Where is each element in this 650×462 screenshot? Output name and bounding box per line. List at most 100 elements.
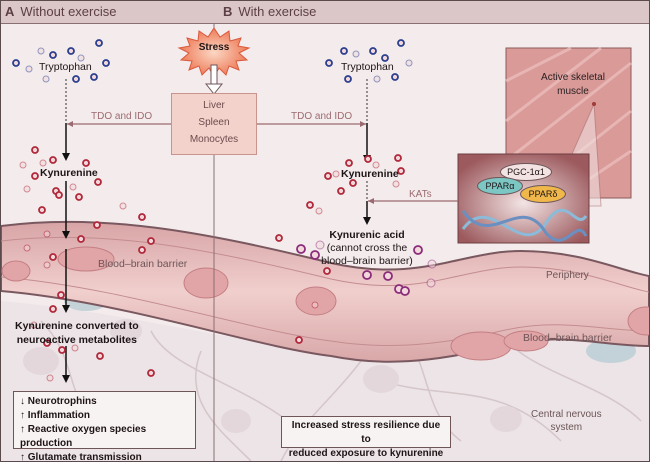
result-box: Increased stress resilience due to reduc…: [281, 416, 451, 459]
molecule-dot: [25, 65, 33, 73]
kynurenic-acid-label: Kynurenic acid (cannot cross the blood–b…: [313, 229, 421, 268]
molecule-dot: [23, 244, 31, 252]
molecule-dot: [391, 73, 399, 81]
kynurenic-acid-title: Kynurenic acid: [329, 229, 405, 241]
molecule-dot: [349, 179, 357, 187]
effect-item: ↓ Neurotrophins: [20, 396, 97, 407]
molecule-dot: [427, 259, 437, 269]
kynurenic-acid-note-2: blood–brain barrier): [321, 255, 413, 267]
molecule-dot: [77, 235, 85, 243]
molecule-dot: [77, 54, 85, 62]
converted-line-1: Kynurenine converted to: [15, 320, 139, 332]
molecule-dot: [39, 159, 47, 167]
tdo-ido-arrow-b-icon: [360, 121, 366, 127]
molecule-dot: [57, 291, 65, 299]
molecule-dot: [372, 161, 380, 169]
cns-line-2: system: [550, 422, 583, 433]
tryptophan-label-a: Tryptophan: [39, 61, 92, 73]
molecule-dot: [75, 193, 83, 201]
molecule-dots: [12, 39, 437, 382]
molecule-dot: [55, 191, 63, 199]
molecule-dot: [102, 59, 110, 67]
molecule-dot: [72, 75, 80, 83]
tdo-ido-arrow-a-icon: [67, 121, 73, 127]
molecule-dot: [23, 185, 31, 193]
molecule-dot: [93, 221, 101, 229]
pgc-1a1-protein: PGC-1α1: [500, 163, 552, 181]
molecule-dot: [332, 170, 340, 178]
molecule-dot: [383, 271, 393, 281]
molecule-dot: [397, 39, 405, 47]
molecule-dot: [42, 75, 50, 83]
molecule-dot: [392, 180, 400, 188]
tryptophan-label-b: Tryptophan: [341, 61, 394, 73]
muscle-label: Active skeletal muscle: [539, 71, 607, 99]
molecule-dot: [31, 172, 39, 180]
molecule-dot: [82, 159, 90, 167]
molecule-dot: [30, 321, 38, 329]
effects-box: ↓ Neurotrophins ↑ Inflammation ↑ Reactiv…: [13, 391, 196, 461]
panel-b-letter: B: [223, 4, 233, 19]
molecule-dot: [275, 234, 283, 242]
molecule-dot: [306, 201, 314, 209]
panel-a-title: Without exercise: [20, 4, 117, 19]
molecule-dot: [373, 75, 381, 83]
bbb-label-b: Blood–brain barrier: [523, 332, 613, 344]
stress-label: Stress: [198, 42, 230, 53]
molecule-dot: [37, 47, 45, 55]
molecule-dot: [49, 253, 57, 261]
molecule-dot: [95, 39, 103, 47]
ppar-alpha-protein: PPARα: [477, 177, 523, 195]
molecule-dot: [345, 159, 353, 167]
molecule-dot: [413, 245, 423, 255]
molecule-dot: [71, 344, 79, 352]
molecule-dot: [400, 286, 410, 296]
molecule-dot: [38, 206, 46, 214]
molecule-dot: [19, 161, 27, 169]
cns-line-1: Central nervous: [531, 409, 602, 420]
muscle-line-2: muscle: [557, 86, 589, 97]
converted-line-2: neuroactive metabolites: [16, 334, 137, 346]
molecule-dot: [325, 59, 333, 67]
molecule-dot: [394, 154, 402, 162]
result-line-1: Increased stress resilience due to: [291, 420, 441, 445]
molecule-dot: [43, 261, 51, 269]
molecule-dot: [12, 59, 20, 67]
muscle-line-1: Active skeletal: [541, 72, 605, 83]
panel-b-header: B With exercise: [215, 1, 649, 24]
effect-item: ↑ Inflammation: [20, 410, 91, 421]
panel-b-title: With exercise: [238, 4, 317, 19]
kynurenine-label-b: Kynurenine: [341, 168, 399, 180]
molecule-dot: [69, 183, 77, 191]
result-line-2: reduced exposure to kynurenine: [288, 448, 444, 459]
molecule-dot: [362, 270, 372, 280]
molecule-dot: [364, 155, 372, 163]
kynurenic-acid-note-1: (cannot cross the: [326, 242, 408, 254]
dna-helix: [461, 208, 588, 242]
kynurenine-label-a: Kynurenine: [40, 167, 98, 179]
molecule-dot: [337, 187, 345, 195]
stress-arrow-icon: [204, 83, 224, 95]
effect-item: ↑ Glutamate transmission: [20, 452, 142, 462]
molecule-dot: [311, 301, 319, 309]
molecule-dot: [147, 237, 155, 245]
molecule-dot: [90, 73, 98, 81]
converted-label: Kynurenine converted to neuroactive meta…: [15, 319, 139, 347]
molecule-dot: [67, 47, 75, 55]
molecule-dot: [43, 230, 51, 238]
ppar-delta-protein: PPARδ: [520, 185, 566, 203]
molecule-dot: [369, 47, 377, 55]
organ-monocytes: Monocytes: [189, 134, 239, 145]
molecule-dot: [49, 51, 57, 59]
enzyme-label-a: TDO and IDO: [91, 111, 153, 122]
molecule-dot: [31, 146, 39, 154]
molecule-dot: [138, 213, 146, 221]
enzyme-label-b: TDO and IDO: [291, 111, 353, 122]
organ-spleen: Spleen: [198, 117, 230, 128]
molecule-dot: [426, 278, 436, 288]
organs-box: Liver Spleen Monocytes: [171, 93, 257, 155]
molecule-dot: [323, 267, 331, 275]
molecule-dot: [43, 339, 51, 347]
cns-label: Central nervous system: [531, 408, 602, 434]
